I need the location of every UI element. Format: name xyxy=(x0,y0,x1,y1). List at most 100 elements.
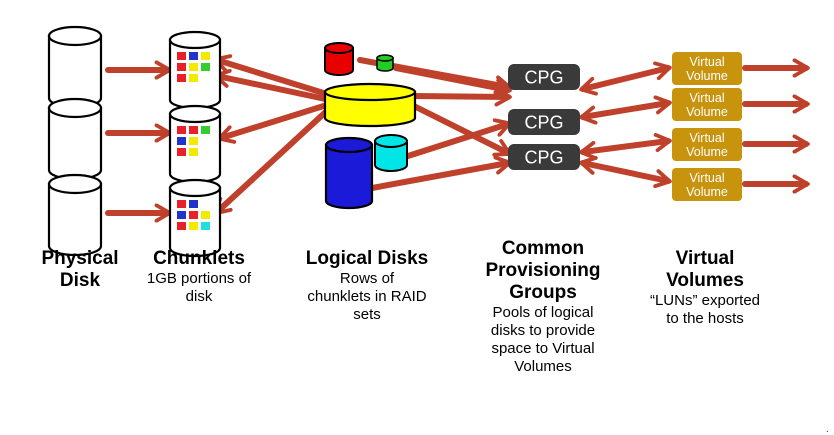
chunklet-cell xyxy=(177,74,186,82)
chunklet-1-top xyxy=(168,30,222,50)
caption-chunklets-title: Chunklets xyxy=(153,248,245,269)
logical-disk-cyan-top xyxy=(374,134,408,148)
arrow-blue-ld-to-cpg3 xyxy=(369,155,512,191)
virtual-volume-box-bg xyxy=(672,128,742,161)
caption-virtual-volumes-desc2: to the hosts xyxy=(666,310,744,327)
virtual-volume-box-bg xyxy=(672,88,742,121)
physical-disk-1-top xyxy=(47,25,103,47)
chunklet-cell xyxy=(201,63,210,71)
chunklet-cell xyxy=(177,137,186,145)
physical-disk-1-body xyxy=(47,34,103,109)
virtual-volume-box-line1: Virtual xyxy=(689,171,724,185)
logical-disk-blue-body xyxy=(324,143,374,210)
chunklet-cell xyxy=(177,52,186,60)
caption-cpg-desc4: Volumes xyxy=(514,358,572,375)
cpg-box-label: CPG xyxy=(524,113,563,133)
physical-disk-3-body xyxy=(47,182,103,257)
arrow-yellow-ld-to-cpg1 xyxy=(411,87,512,107)
logical-disk-yellow-top xyxy=(323,82,417,102)
caption-cpg-title1: Common xyxy=(501,238,585,259)
arrow-ld-to-chunklet1b xyxy=(213,68,333,103)
caption-logical-disks-desc1: Rows of xyxy=(339,270,395,287)
virtual-volume-box-line1: Virtual xyxy=(689,131,724,145)
caption-cpg-desc3: space to Virtual xyxy=(491,340,595,357)
virtual-volume-box-line2: Volume xyxy=(686,145,728,159)
caption-chunklets: Chunklets 1GB portions of disk xyxy=(138,248,260,306)
chunklet-cell xyxy=(189,211,198,219)
physical-disk-3-top xyxy=(47,173,103,195)
chunklet-cell xyxy=(189,52,198,60)
arrow-layer xyxy=(105,54,810,223)
shape-layer: CPGCPGCPGVirtualVolumeVirtualVolumeVirtu… xyxy=(47,25,742,258)
caption-physical-disk: Physical Disk xyxy=(30,248,130,292)
cpg-box-3: CPG xyxy=(508,144,580,170)
cpg-box-bg xyxy=(508,109,580,135)
chunklet-3-cells xyxy=(177,200,210,230)
caption-cpg: Common Provisioning Groups Pools of logi… xyxy=(478,238,608,376)
virtual-volume-box-line1: Virtual xyxy=(689,91,724,105)
arrow-cpg1-vv1 xyxy=(579,61,672,96)
chunklet-cell xyxy=(189,137,198,145)
logical-disk-cyan xyxy=(374,134,408,172)
virtual-volume-box-line2: Volume xyxy=(686,105,728,119)
caption-cpg-desc2: disks to provide xyxy=(490,322,596,339)
chunklet-cell xyxy=(201,52,210,60)
cpg-box-bg xyxy=(508,64,580,90)
chunklet-cell xyxy=(189,74,198,82)
arrow-cyan-ld-to-cpg2 xyxy=(405,118,512,159)
chunklet-3-top xyxy=(168,178,222,198)
logical-disk-yellow-body xyxy=(323,90,417,128)
logical-disk-red-top xyxy=(324,42,354,54)
virtual-volume-box-line2: Volume xyxy=(686,185,728,199)
physical-disk-1 xyxy=(47,25,103,109)
logical-disk-cyan-body xyxy=(374,140,408,172)
cpg-box-2: CPG xyxy=(508,109,580,135)
logical-disk-green-top xyxy=(376,54,394,62)
logical-disk-green xyxy=(376,54,394,72)
chunklet-cell xyxy=(177,126,186,134)
physical-disk-2-body xyxy=(47,106,103,181)
footer-mark: . xyxy=(826,424,829,435)
virtual-volume-box-bg xyxy=(672,168,742,201)
chunklet-cell xyxy=(177,222,186,230)
caption-virtual-volumes-title1: Virtual xyxy=(675,248,735,269)
physical-disk-3 xyxy=(47,173,103,257)
chunklet-2-cells xyxy=(177,126,210,156)
arrow-ld-to-chunklet3 xyxy=(213,105,333,216)
caption-virtual-volumes: Virtual Volumes “LUNs” exported to the h… xyxy=(635,248,775,328)
chunklet-cell xyxy=(177,211,186,219)
chunklet-cell xyxy=(201,126,210,134)
chunklet-cell xyxy=(189,222,198,230)
chunklet-cell xyxy=(177,63,186,71)
caption-logical-disks: Logical Disks Rows of chunklets in RAID … xyxy=(288,248,446,324)
chunklet-2-top xyxy=(168,104,222,124)
chunklet-cell xyxy=(189,148,198,156)
caption-logical-disks-title: Logical Disks xyxy=(305,248,429,269)
arrow-cpg3-vv4 xyxy=(579,155,672,189)
arrow-ld-to-chunklet2 xyxy=(217,101,333,144)
logical-disk-blue xyxy=(324,136,374,210)
caption-virtual-volumes-title2: Volumes xyxy=(666,270,744,291)
logical-disk-red-body xyxy=(324,47,354,76)
caption-logical-disks-desc3: sets xyxy=(353,306,381,323)
arrow-green-ld-to-cpg1 xyxy=(393,65,512,98)
cpg-box-1: CPG xyxy=(508,64,580,90)
arrow-yellow-ld-to-cpg3 xyxy=(411,103,512,157)
cpg-box-label: CPG xyxy=(524,148,563,168)
arrow-cpg3-vv3 xyxy=(579,132,672,161)
arrow-ld-to-chunklet1a xyxy=(213,54,333,98)
chunklet-cell xyxy=(189,63,198,71)
caption-logical-disks-desc2: chunklets in RAID xyxy=(307,288,427,305)
caption-cpg-title3: Groups xyxy=(509,282,577,303)
chunklet-cell xyxy=(189,200,198,208)
chunklet-cell xyxy=(201,222,210,230)
chunklet-cell xyxy=(177,200,186,208)
physical-disk-2-top xyxy=(47,97,103,119)
arrow-cpg2-vv2 xyxy=(579,95,672,125)
logical-disk-blue-top xyxy=(324,136,374,154)
virtual-volume-box-line2: Volume xyxy=(686,69,728,83)
